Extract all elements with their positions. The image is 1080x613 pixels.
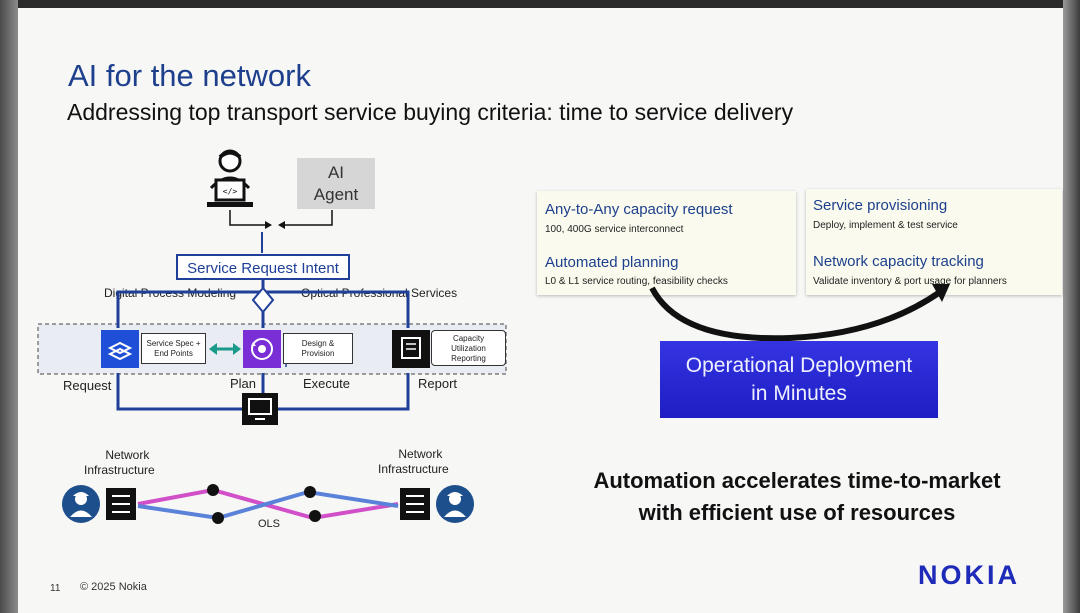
- tagline-line1: Automation accelerates time-to-market: [593, 468, 1001, 493]
- right-card: Service provisioning Deploy, implement &…: [806, 189, 1062, 295]
- page-number: 11: [50, 583, 61, 594]
- node-1: [207, 484, 219, 496]
- capacity-line1: Capacity: [452, 334, 485, 343]
- bidirectional-arrow-icon: [209, 343, 241, 355]
- ai-agent-line1: AI: [327, 163, 345, 182]
- card-item-capacity-tracking-sub: Validate inventory & port usage for plan…: [813, 276, 1007, 287]
- design-provision-line1: Design &: [301, 339, 335, 348]
- svg-text:</>: </>: [223, 187, 238, 196]
- switch-icon-right: [400, 488, 430, 520]
- ai-agent-box: AI Agent: [297, 158, 375, 209]
- input-arrows: [229, 210, 333, 253]
- left-card: Any-to-Any capacity request 100, 400G se…: [537, 191, 796, 295]
- net-infra-left-line2: Infrastructure: [84, 463, 155, 477]
- stack-icon: [101, 330, 139, 368]
- card-item-automated-planning: Automated planning: [545, 254, 679, 271]
- slide-subtitle: Addressing top transport service buying …: [67, 99, 794, 125]
- right-edge: [1063, 0, 1080, 613]
- switch-icon-left: [106, 488, 136, 520]
- network-paths: [62, 484, 474, 524]
- tagline: Automation accelerates time-to-market wi…: [572, 465, 1022, 529]
- net-infra-right-line2: Infrastructure: [378, 462, 449, 476]
- copyright: © 2025 Nokia: [80, 581, 147, 593]
- net-infra-right-line1: Network: [398, 447, 443, 461]
- technician-icon-right: [436, 485, 474, 523]
- net-infra-right-label: Network Infrastructure: [378, 447, 449, 477]
- nokia-logo: NOKIA: [918, 560, 1020, 590]
- card-item-automated-planning-sub: L0 & L1 service routing, feasibility che…: [545, 276, 728, 287]
- technician-icon-left: [62, 485, 100, 523]
- node-3: [304, 486, 316, 498]
- left-edge: [0, 0, 18, 613]
- service-request-intent-box: Service Request Intent: [176, 254, 350, 280]
- node-4: [309, 510, 321, 522]
- gear-cycle-icon: [243, 330, 281, 368]
- node-2: [212, 512, 224, 524]
- card-item-capacity-tracking: Network capacity tracking: [813, 253, 984, 270]
- top-bar: [0, 0, 1080, 8]
- card-item-any-to-any: Any-to-Any capacity request: [545, 201, 733, 218]
- net-infra-left-line1: Network: [105, 448, 150, 462]
- report-icon: [392, 330, 430, 368]
- stage-plan: Plan: [230, 376, 257, 391]
- design-provision-line2: Provision: [301, 349, 335, 358]
- stage-request: Request: [63, 378, 112, 393]
- monitor-icon: [242, 393, 278, 425]
- design-provision-box: Design & Provision: [283, 333, 353, 364]
- capacity-line3: Reporting: [451, 354, 486, 363]
- user-laptop-icon: </>: [207, 149, 253, 207]
- tagline-line2: with efficient use of resources: [638, 500, 956, 525]
- card-item-service-provisioning-sub: Deploy, implement & test service: [813, 220, 958, 231]
- capacity-line2: Utilization: [451, 344, 486, 353]
- ai-agent-line2: Agent: [313, 185, 359, 204]
- ols-label: OLS: [258, 518, 281, 530]
- stage-report: Report: [418, 376, 458, 391]
- operational-deployment-box: Operational Deployment in Minutes: [660, 341, 938, 418]
- ops-line1: Operational Deployment: [685, 354, 913, 377]
- curved-arrow: [649, 284, 950, 342]
- card-item-any-to-any-sub: 100, 400G service interconnect: [545, 224, 684, 235]
- service-spec-box: Service Spec + End Points: [141, 333, 206, 364]
- capacity-utilization-box: Capacity Utilization Reporting: [431, 330, 506, 366]
- service-spec-line1: Service Spec +: [146, 339, 201, 348]
- slide-title: AI for the network: [68, 58, 311, 93]
- ops-line2: in Minutes: [751, 382, 847, 405]
- stage-execute: Execute: [303, 376, 350, 391]
- service-spec-line2: End Points: [154, 349, 193, 358]
- net-infra-left-label: Network Infrastructure: [84, 448, 155, 478]
- card-item-service-provisioning: Service provisioning: [813, 197, 948, 214]
